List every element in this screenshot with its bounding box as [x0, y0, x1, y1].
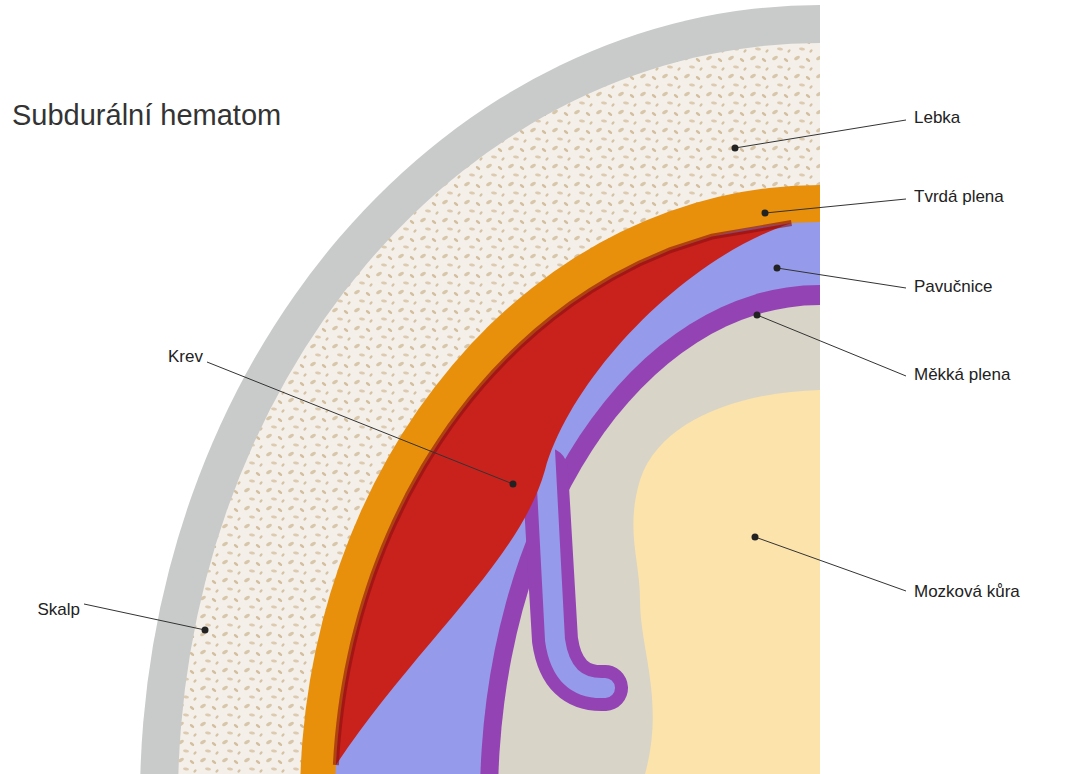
leader-dot [754, 312, 761, 319]
leader-dot [774, 265, 781, 272]
leader-dot [510, 481, 517, 488]
part-label: Krev [168, 347, 203, 367]
leader-dot [202, 627, 209, 634]
sulcus-arachnoid [545, 450, 605, 688]
part-label: Tvrdá plena [914, 187, 1004, 207]
diagram-title: Subdurální hematom [12, 98, 281, 133]
leader-line [777, 268, 906, 288]
leader-dot [732, 145, 739, 152]
leader-line [765, 199, 906, 213]
leader-line [755, 537, 906, 591]
part-label: Mozková kůra [914, 582, 1020, 602]
part-label: Lebka [914, 108, 960, 128]
leader-dot [762, 210, 769, 217]
subdural-blood [336, 223, 792, 765]
part-label: Měkká plena [914, 365, 1010, 385]
dura-mater [300, 185, 820, 774]
skull [178, 43, 820, 774]
leader-line [735, 120, 906, 148]
leader-line [757, 315, 906, 376]
blood-shade [336, 223, 792, 765]
white-matter [633, 390, 820, 774]
leader-lines [84, 120, 906, 634]
leader-dot [752, 534, 759, 541]
arachnoid [335, 222, 820, 774]
part-label: Pavučnice [914, 277, 992, 297]
leader-line [207, 362, 513, 484]
part-label: Skalp [37, 600, 80, 620]
leader-line [84, 604, 205, 630]
